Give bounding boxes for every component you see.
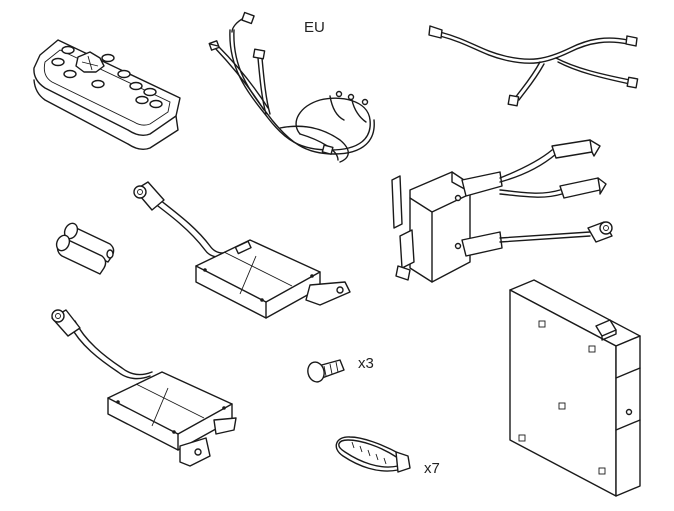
y-splitter-cable <box>428 25 639 107</box>
splitter-box <box>391 139 613 283</box>
remote-control <box>33 39 181 151</box>
eu-wire-harness <box>208 11 375 163</box>
main-unit <box>509 279 641 497</box>
cable-tie-quantity-label: x7 <box>424 460 440 477</box>
region-label-eu: EU <box>304 19 325 36</box>
batteries <box>55 222 115 275</box>
screw <box>307 359 345 383</box>
screw-quantity-label: x3 <box>358 355 374 372</box>
tuner-module-upper <box>133 181 351 319</box>
cable-tie <box>335 436 411 473</box>
tuner-module-lower <box>51 309 237 467</box>
